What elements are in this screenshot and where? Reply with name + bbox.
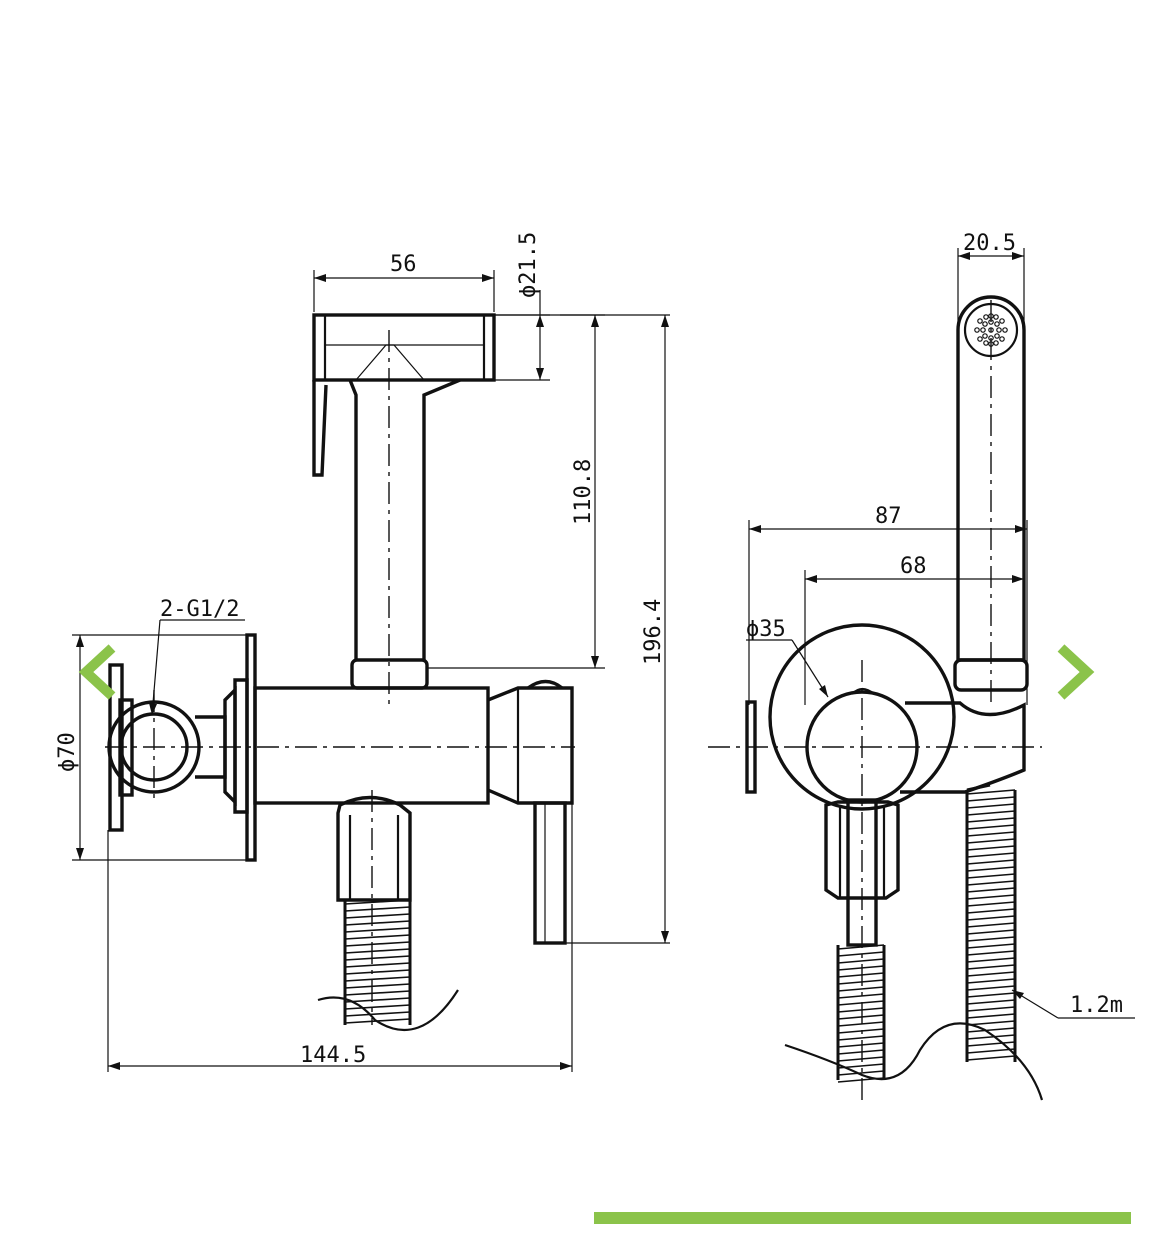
dim-dia-35: ϕ35: [746, 617, 786, 642]
carousel-progress-bar: [594, 1212, 1131, 1224]
dimensions-front: 20.5 87 68 ϕ35 1.2m: [746, 231, 1135, 1019]
dim-length-144-5: 144.5: [300, 1043, 366, 1068]
hose-length-label: 1.2m: [1070, 993, 1123, 1018]
carousel-next-button[interactable]: [1045, 642, 1105, 702]
chevron-right-icon: [1057, 644, 1095, 700]
chevron-left-icon: [78, 644, 116, 700]
dim-height-196-4: 196.4: [641, 599, 666, 665]
valve-body-side: [253, 679, 574, 945]
dim-depth-68: 68: [900, 554, 927, 579]
dim-width-56: 56: [390, 252, 417, 277]
carousel-prev-button[interactable]: [68, 642, 128, 702]
dim-dia-21-5: ϕ21.5: [516, 232, 541, 298]
thread-label: 2-G1/2: [160, 597, 239, 622]
dimensions-side: 56 ϕ21.5 110.8 196.4 2-G1/2: [55, 232, 670, 1072]
hose-connector-side: [317, 795, 459, 1032]
dim-height-110-8: 110.8: [571, 459, 596, 525]
front-view: 20.5 87 68 ϕ35 1.2m: [708, 231, 1135, 1101]
side-view: 56 ϕ21.5 110.8 196.4 2-G1/2: [55, 232, 670, 1072]
dim-width-20-5: 20.5: [963, 231, 1016, 256]
sprayer-head-side: [312, 313, 496, 690]
dim-depth-87: 87: [875, 504, 902, 529]
hose-front: [836, 783, 1017, 1083]
dim-dia-70: ϕ70: [55, 732, 80, 772]
